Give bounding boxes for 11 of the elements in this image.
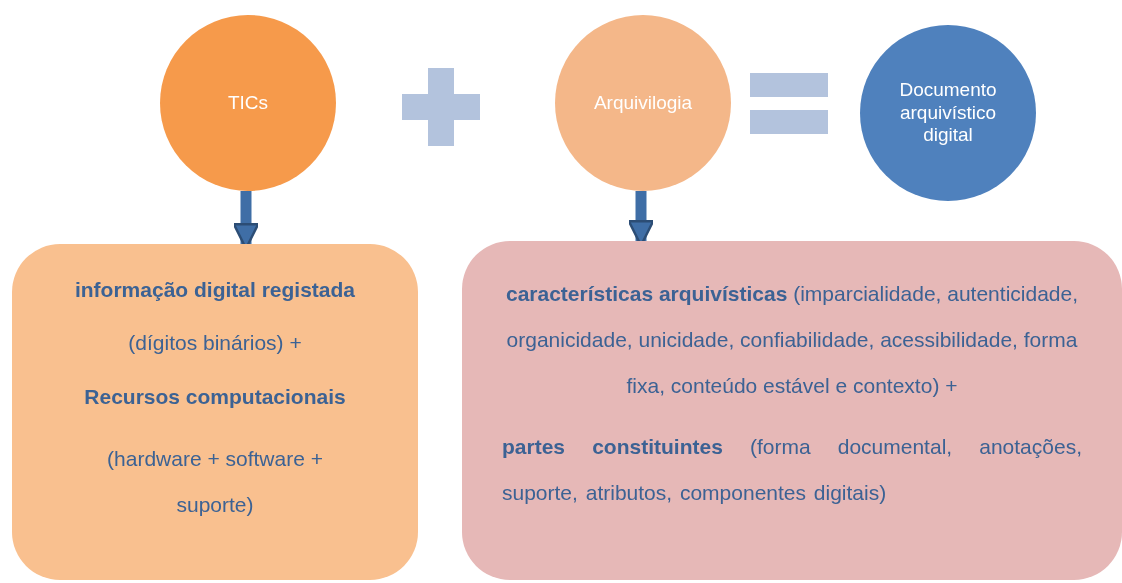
content-panel <box>12 244 418 580</box>
circle-label: TICs <box>227 91 269 115</box>
panel-text: informação digital registada <box>74 277 356 303</box>
panel-text: partes constituintes (forma documental, anotações, suporte, atributos, componentes digitais) <box>502 433 1082 506</box>
panel-text: (hardware + software + suporte) <box>106 445 324 519</box>
content-panel <box>462 241 1122 580</box>
panel-text: características arquivísticas (imparcialidade, autenticidade, organicidade, unicidade, confiabilidade, acessibilidade, forma fixa, conteúdo estável e contexto) + <box>505 281 1079 400</box>
circle-label: Documento arquivístico digital <box>898 78 998 148</box>
panel-text: (dígitos binários) + <box>128 330 302 357</box>
panel-text: Recursos computacionais <box>84 383 346 410</box>
circle-label: Arquivilogia <box>593 91 693 115</box>
